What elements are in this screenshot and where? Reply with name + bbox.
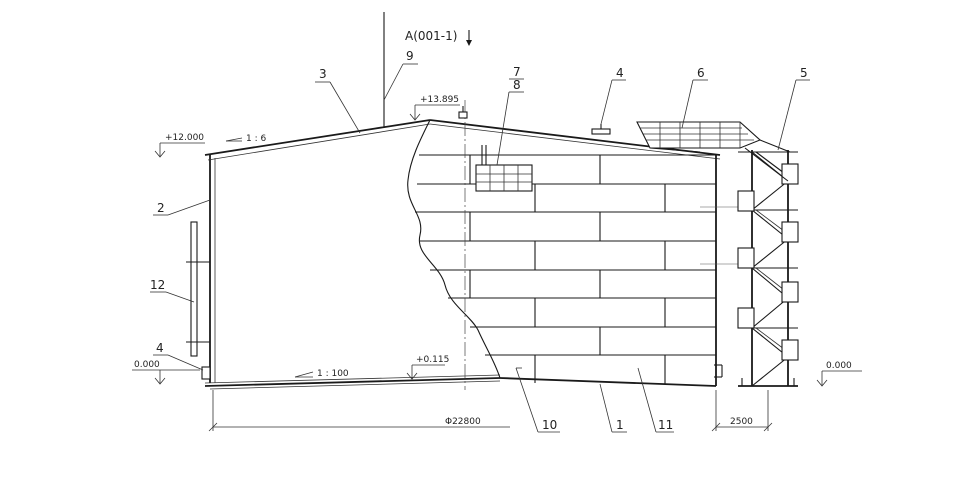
svg-text:7: 7 (513, 65, 521, 79)
callout-3: 3 (315, 67, 361, 134)
slope-bottom: 1 : 100 (294, 369, 349, 379)
slope-roof-label: 1 : 6 (246, 134, 266, 144)
callout-7-8: 7 8 (496, 65, 524, 166)
spiral-stair-item-5 (737, 139, 799, 387)
callout-4-left: 4 (153, 341, 204, 371)
section-mark: A(001-1) (405, 29, 472, 46)
dimension-stair-offset: 2500 (711, 390, 773, 432)
tank-shell-left (209, 155, 216, 383)
callout-12: 12 (150, 278, 195, 303)
nozzle-right-bottom (714, 364, 723, 378)
callout-10: 10 (515, 367, 560, 433)
manhole-item-4-left (201, 366, 211, 380)
callout-6: 6 (681, 66, 708, 129)
level-ground-right: 0.000 (816, 361, 862, 387)
svg-text:10: 10 (542, 418, 557, 432)
slope-roof: 1 : 6 (225, 134, 266, 144)
roof-nozzle-center (458, 106, 468, 119)
level-roof-peak: +13.895 (409, 95, 460, 121)
callout-11: 11 (637, 367, 674, 433)
dimension-diameter-label: Φ22800 (445, 417, 481, 427)
level-ground-left: 0.000 (132, 360, 200, 385)
level-roof-eave: +12.000 (154, 133, 205, 158)
callout-2: 2 (153, 199, 211, 216)
callout-4-top: 4 (600, 66, 626, 125)
ladder-item-12 (186, 221, 210, 357)
svg-text:1: 1 (616, 418, 624, 432)
svg-text:4: 4 (156, 341, 164, 355)
svg-text:11: 11 (658, 418, 673, 432)
svg-text:3: 3 (319, 67, 327, 81)
roof-nozzle-item-4 (591, 124, 611, 135)
callout-5: 5 (777, 66, 810, 151)
svg-text:6: 6 (697, 66, 705, 80)
section-title: A(001-1) (405, 29, 457, 43)
svg-text:12: 12 (150, 278, 165, 292)
svg-text:8: 8 (513, 78, 521, 92)
svg-text:5: 5 (800, 66, 808, 80)
callout-1: 1 (599, 383, 627, 433)
roof-platform-item-6 (636, 121, 762, 153)
tank-roof (204, 119, 721, 161)
level-label-ground-left: 0.000 (134, 360, 160, 370)
tank-bottom (204, 374, 717, 390)
level-label-peak: +13.895 (420, 95, 459, 105)
level-label-eave: +12.000 (165, 133, 204, 143)
level-label-ground-right: 0.000 (826, 361, 852, 371)
dimension-stair-label: 2500 (730, 417, 753, 427)
internal-device-item-7-8 (475, 145, 533, 192)
svg-text:2: 2 (157, 201, 165, 215)
svg-text:9: 9 (406, 49, 414, 63)
level-label-bottom: +0.115 (416, 355, 449, 365)
dimension-diameter: Φ22800 (208, 390, 510, 432)
callout-9: 9 (383, 49, 418, 101)
level-bottom-center: +0.115 (406, 355, 449, 380)
shell-courses (407, 119, 740, 384)
svg-text:4: 4 (616, 66, 624, 80)
slope-bottom-label: 1 : 100 (317, 369, 349, 379)
